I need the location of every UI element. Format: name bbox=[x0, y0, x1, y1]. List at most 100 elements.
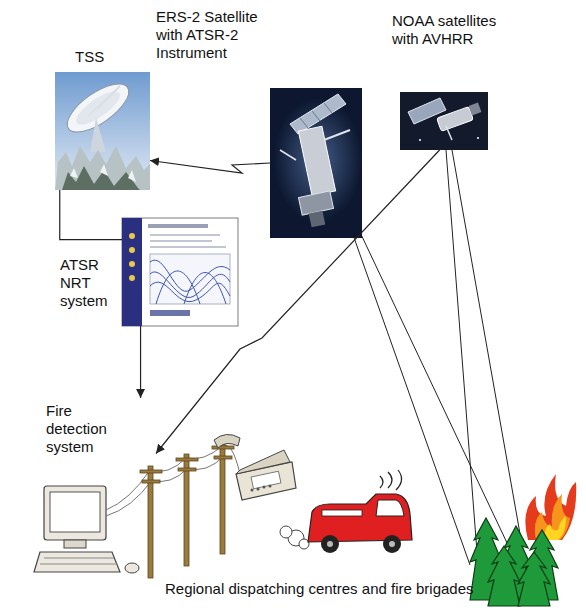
web-page-screenshot bbox=[122, 218, 238, 326]
burning-forest bbox=[488, 546, 520, 606]
telephone-lines bbox=[178, 468, 196, 471]
noaa-satellite-picture bbox=[400, 92, 488, 150]
computer-icon bbox=[64, 540, 86, 548]
connector bbox=[140, 326, 141, 398]
web-page-screenshot bbox=[150, 254, 230, 304]
ers2-satellite-picture bbox=[298, 191, 333, 215]
ers2-satellite-picture bbox=[270, 88, 362, 238]
computer-icon bbox=[34, 486, 139, 573]
fax-machine bbox=[251, 485, 272, 492]
web-page-screenshot bbox=[129, 247, 135, 253]
computer-icon bbox=[34, 552, 120, 572]
antenna-photo bbox=[55, 72, 150, 190]
sight-line bbox=[352, 150, 522, 565]
web-page-screenshot bbox=[129, 233, 135, 239]
label-holder: Regional dispatching centres and fire br… bbox=[165, 580, 474, 598]
burning-forest bbox=[525, 474, 576, 540]
burning-forest bbox=[544, 516, 566, 540]
web-page-screenshot bbox=[129, 275, 135, 281]
illustrated-node: Fire detection system bbox=[38, 398, 156, 583]
fire-engine bbox=[376, 500, 404, 516]
fire-engine bbox=[280, 526, 292, 538]
computer-icon bbox=[125, 563, 139, 573]
illustrated-node: ERS-2 Satellite with ATSR-2 Instrument bbox=[270, 88, 362, 238]
web-page-screenshot bbox=[150, 246, 226, 248]
node-heading: NOAA satellites with AVHRR bbox=[392, 12, 520, 48]
fire-engine bbox=[321, 535, 339, 553]
web-page-screenshot bbox=[184, 273, 226, 305]
burning-forest bbox=[518, 552, 550, 606]
web-page-screenshot bbox=[156, 271, 200, 304]
fire-engine bbox=[396, 470, 402, 490]
caption-label: Regional dispatching centres and fire br… bbox=[165, 580, 474, 598]
antenna-photo bbox=[72, 86, 125, 131]
web-page-screenshot bbox=[150, 260, 230, 304]
node-heading: Fire detection system bbox=[46, 402, 120, 456]
fire-engine bbox=[299, 539, 309, 549]
noaa-satellite-picture bbox=[400, 92, 488, 150]
fire-engine bbox=[380, 476, 383, 488]
telephone-lines bbox=[106, 442, 240, 578]
telephone-lines bbox=[214, 456, 232, 459]
fax-machine bbox=[257, 488, 260, 491]
illustrated-node: ATSR NRT system bbox=[122, 218, 238, 326]
fax-machine bbox=[263, 486, 266, 489]
fax-machine bbox=[236, 450, 290, 474]
fire-engine bbox=[308, 494, 412, 542]
fax-machine bbox=[251, 489, 254, 492]
sight-line bbox=[446, 150, 478, 565]
antenna-photo bbox=[55, 146, 150, 190]
antenna-photo bbox=[70, 164, 136, 182]
node-heading: ERS-2 Satellite with ATSR-2 Instrument bbox=[156, 8, 274, 62]
node-heading: ATSR NRT system bbox=[60, 256, 112, 310]
node-heading: TSS bbox=[75, 48, 135, 66]
computer-icon bbox=[40, 564, 117, 565]
telephone-lines bbox=[140, 470, 162, 473]
telephone-lines bbox=[176, 458, 198, 461]
computer-icon bbox=[44, 558, 114, 559]
antenna-photo bbox=[88, 86, 120, 116]
web-page-screenshot bbox=[122, 218, 142, 326]
telephone-lines bbox=[106, 470, 150, 510]
telephone-lines bbox=[212, 446, 234, 449]
fire-engine bbox=[322, 510, 362, 516]
fax-machine bbox=[214, 434, 240, 448]
burning-forest bbox=[470, 518, 558, 606]
web-page-screenshot bbox=[148, 224, 208, 228]
antenna-photo bbox=[55, 72, 150, 190]
web-page-screenshot bbox=[150, 234, 220, 236]
ers2-satellite-picture bbox=[280, 150, 296, 160]
fire-engine bbox=[383, 535, 401, 553]
noaa-satellite-picture bbox=[477, 137, 479, 139]
web-page-screenshot bbox=[150, 310, 190, 316]
ers2-satellite-picture bbox=[324, 103, 332, 113]
web-page-screenshot bbox=[150, 240, 212, 242]
noaa-satellite-picture bbox=[446, 126, 452, 140]
ers2-satellite-picture bbox=[324, 130, 350, 140]
connector bbox=[60, 190, 122, 240]
telephone-lines bbox=[106, 480, 152, 516]
web-page-screenshot bbox=[122, 218, 238, 326]
noaa-satellite-picture bbox=[469, 103, 482, 116]
computer-icon bbox=[44, 486, 106, 540]
fax-machine bbox=[251, 471, 281, 489]
fire-engine bbox=[280, 470, 412, 553]
noaa-satellite-picture bbox=[437, 107, 474, 132]
fire-engine bbox=[380, 470, 402, 490]
computer-icon bbox=[50, 492, 100, 532]
fire-engine bbox=[388, 472, 392, 488]
web-page-screenshot bbox=[129, 261, 135, 267]
fax-machine bbox=[214, 434, 296, 500]
illustrated-node: NOAA satellites with AVHRR bbox=[400, 92, 488, 150]
connector bbox=[150, 161, 270, 174]
sight-line bbox=[452, 150, 522, 545]
telephone-lines bbox=[142, 480, 160, 483]
fax-machine bbox=[269, 485, 272, 488]
connector bbox=[156, 150, 440, 454]
telephone-lines bbox=[140, 442, 234, 578]
noaa-satellite-picture bbox=[419, 139, 421, 141]
ers2-satellite-picture bbox=[300, 118, 308, 128]
burning-forest bbox=[470, 474, 576, 606]
illustrated-node: TSS bbox=[55, 72, 150, 190]
